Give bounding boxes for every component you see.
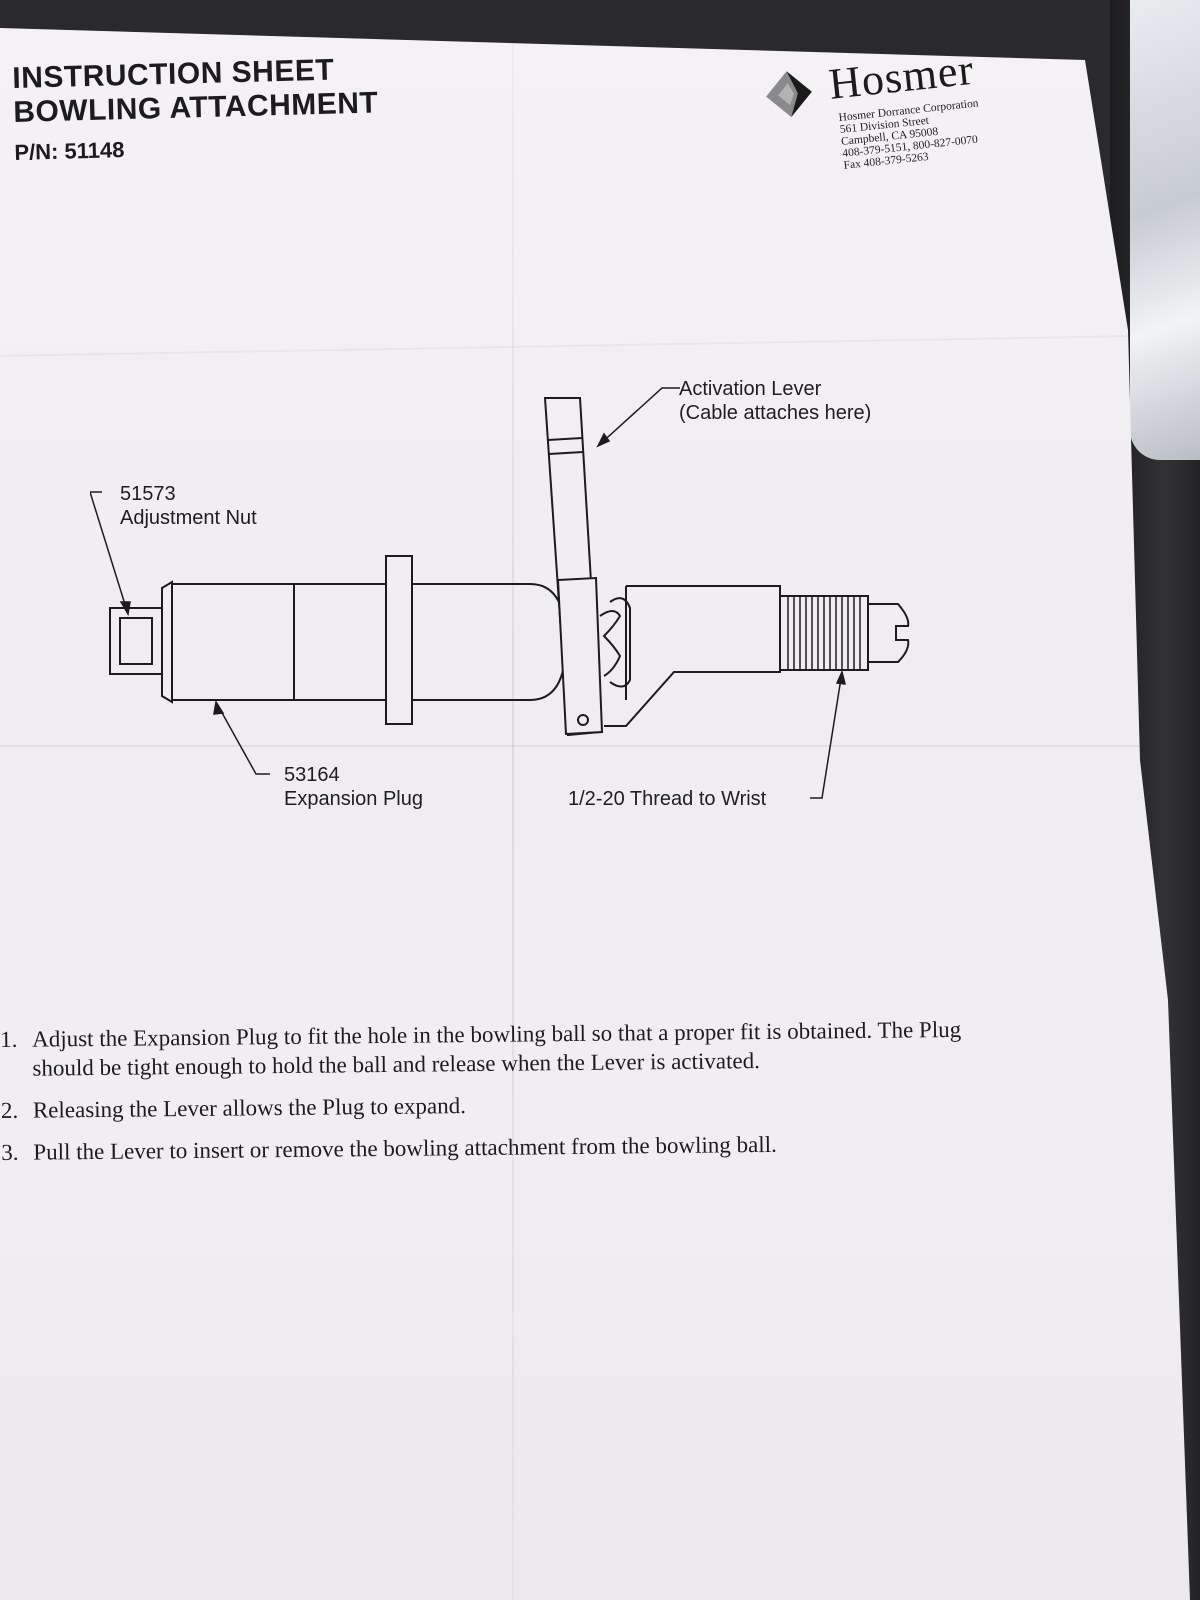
expansion-plug-shape xyxy=(171,555,568,725)
expansion-plug-label: Expansion Plug xyxy=(284,788,423,810)
instruction-number: 3. xyxy=(1,1139,19,1165)
activation-lever-shape xyxy=(543,397,604,737)
expansion-plug-part-number: 53164 xyxy=(284,764,340,786)
spring-shape xyxy=(599,597,631,688)
adjustment-nut-callout: 51573 Adjustment Nut xyxy=(120,482,257,530)
instruction-text: Pull the Lever to insert or remove the b… xyxy=(33,1131,777,1165)
adjustment-nut-part-number: 51573 xyxy=(120,483,176,505)
activation-lever-label: Activation Lever xyxy=(679,378,822,400)
instruction-item: 3. Pull the Lever to insert or remove th… xyxy=(1,1127,1011,1167)
fold-crease-horizontal xyxy=(0,745,1170,747)
adjustment-nut-shape xyxy=(109,580,173,704)
callout-leaders xyxy=(90,387,846,799)
activation-lever-note: (Cable attaches here) xyxy=(679,402,872,424)
instruction-number: 1. xyxy=(0,1026,18,1052)
part-number: P/N: 51148 xyxy=(14,137,125,165)
thread-callout: 1/2-20 Thread to Wrist xyxy=(568,787,766,811)
adjustment-nut-label: Adjustment Nut xyxy=(120,507,257,529)
bowling-attachment-diagram xyxy=(90,387,910,799)
sheet-header: INSTRUCTION SHEET BOWLING ATTACHMENT P/N… xyxy=(12,52,380,166)
activation-lever-callout: Activation Lever (Cable attaches here) xyxy=(679,377,871,425)
thread-shape xyxy=(779,595,910,671)
instructions-list: 1. Adjust the Expansion Plug to fit the … xyxy=(0,1014,1012,1180)
hosmer-logo-block: Hosmer Hosmer Dorrance Corporation 561 D… xyxy=(760,30,1029,172)
instruction-item: 1. Adjust the Expansion Plug to fit the … xyxy=(0,1014,1011,1083)
instruction-text: Adjust the Expansion Plug to fit the hol… xyxy=(32,1016,962,1081)
instruction-number: 2. xyxy=(0,1097,19,1123)
instruction-item: 2. Releasing the Lever allows the Plug t… xyxy=(1,1085,1011,1125)
expansion-plug-callout: 53164 Expansion Plug xyxy=(284,763,423,811)
instruction-text: Releasing the Lever allows the Plug to e… xyxy=(32,1093,467,1123)
fold-crease-horizontal-upper xyxy=(0,335,1130,357)
fold-crease-vertical xyxy=(512,40,514,1600)
plastic-wrap xyxy=(1130,0,1200,460)
hosmer-diamond-logo-icon xyxy=(766,71,812,118)
wrist-stem-shape xyxy=(604,585,781,727)
thread-label: 1/2-20 Thread to Wrist xyxy=(568,788,767,810)
company-address: Hosmer Dorrance Corporation 561 Division… xyxy=(838,97,984,171)
